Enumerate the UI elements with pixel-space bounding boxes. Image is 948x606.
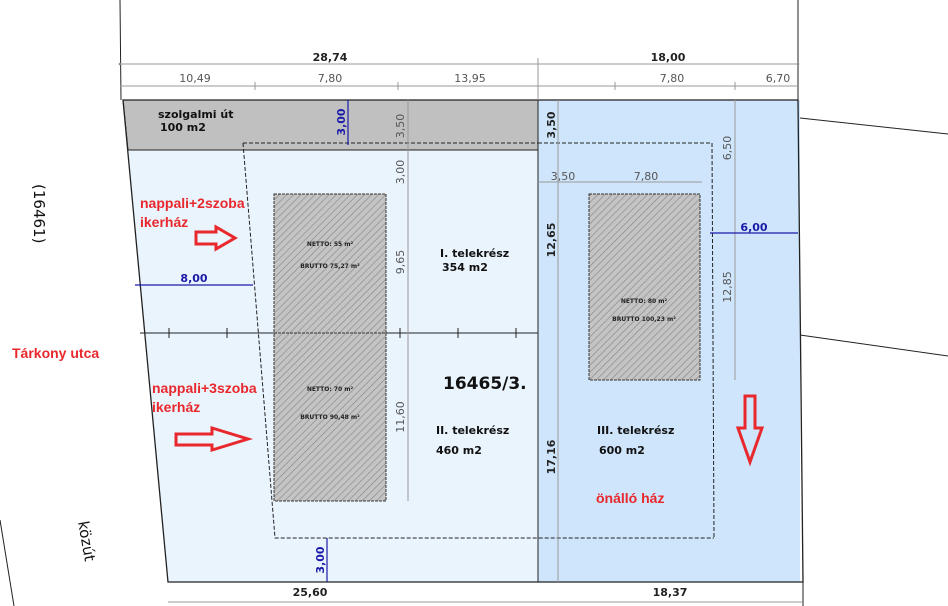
building-1-brutto: BRUTTO 75,27 m² bbox=[300, 263, 360, 270]
dim-setback-left: 8,00 bbox=[180, 272, 207, 285]
dim-setback-right: 6,00 bbox=[740, 221, 767, 234]
dim-vertical: 11,60 bbox=[394, 401, 407, 433]
building-setback-lines bbox=[242, 142, 715, 539]
building-2-brutto: BRUTTO 90,48 m² bbox=[300, 414, 360, 421]
dim-horizontal: 7,80 bbox=[634, 170, 659, 183]
road-area: 100 m2 bbox=[160, 121, 206, 134]
dim-top: 6,70 bbox=[766, 72, 791, 85]
dim-vertical: 12,65 bbox=[545, 223, 558, 258]
dim-road-depth: 3,00 bbox=[335, 108, 348, 135]
note-house-2-type: ikerház bbox=[152, 399, 200, 415]
building-3: NETTO: 80 m² BRUTTO 100,23 m² bbox=[588, 193, 701, 381]
dim-vertical: 12,85 bbox=[721, 271, 734, 303]
arrow-down-icon bbox=[735, 394, 765, 467]
part-2-label: II. telekrész bbox=[436, 424, 509, 437]
arrow-right-icon bbox=[194, 224, 238, 252]
dim-bottom-right: 18,37 bbox=[653, 586, 688, 599]
dim-top-total-right: 18,00 bbox=[651, 51, 686, 64]
dim-vertical: 9,65 bbox=[394, 250, 407, 275]
public-road-label: közút bbox=[74, 520, 99, 563]
dim-vertical: 17,16 bbox=[545, 439, 558, 474]
dim-setback-bottom: 3,00 bbox=[314, 546, 327, 573]
parcel-number: 16465/3. bbox=[443, 374, 527, 394]
top-dimension-lines bbox=[118, 58, 800, 100]
part-1-label: I. telekrész bbox=[440, 247, 509, 260]
dim-vertical: 3,50 bbox=[545, 111, 558, 138]
building-3-netto: NETTO: 80 m² bbox=[621, 298, 668, 305]
note-house-3: önálló ház bbox=[596, 490, 664, 506]
note-house-2: nappali+3szoba bbox=[152, 380, 257, 396]
part-3-area: 600 m2 bbox=[599, 444, 645, 457]
note-house-1: nappali+2szoba bbox=[140, 195, 245, 211]
dim-top-total-left: 28,74 bbox=[313, 51, 348, 64]
dim-horizontal: 3,50 bbox=[551, 170, 576, 183]
note-house-1-type: ikerház bbox=[140, 214, 188, 230]
building-1-netto: NETTO: 55 m² bbox=[307, 241, 354, 248]
arrow-right-icon bbox=[174, 425, 254, 453]
building-1: NETTO: 55 m² BRUTTO 75,27 m² bbox=[273, 193, 387, 334]
building-2-netto: NETTO: 70 m² bbox=[307, 386, 354, 393]
dim-vertical: 6,50 bbox=[721, 136, 734, 161]
dim-top: 10,49 bbox=[179, 72, 211, 85]
dim-bottom-left: 25,60 bbox=[293, 586, 328, 599]
neighbour-parcel: (16461) bbox=[30, 184, 48, 243]
street-name: Tárkony utca bbox=[12, 345, 99, 361]
part-3-label: III. telekrész bbox=[597, 424, 674, 437]
dim-vertical: 3,50 bbox=[394, 114, 407, 139]
dim-vertical: 3,00 bbox=[394, 160, 407, 185]
building-2: NETTO: 70 m² BRUTTO 90,48 m² bbox=[273, 332, 387, 502]
part-1-area: 354 m2 bbox=[442, 261, 488, 274]
dim-top: 13,95 bbox=[454, 72, 486, 85]
building-3-brutto: BRUTTO 100,23 m² bbox=[612, 316, 676, 323]
plot-outline bbox=[122, 99, 804, 583]
road-label: szolgalmi út bbox=[158, 108, 234, 121]
vertical-dimension-lines bbox=[407, 100, 736, 582]
part-2-area: 460 m2 bbox=[436, 444, 482, 457]
dim-top: 7,80 bbox=[318, 72, 343, 85]
dim-top: 7,80 bbox=[660, 72, 685, 85]
blue-dimension-lines bbox=[135, 100, 798, 582]
